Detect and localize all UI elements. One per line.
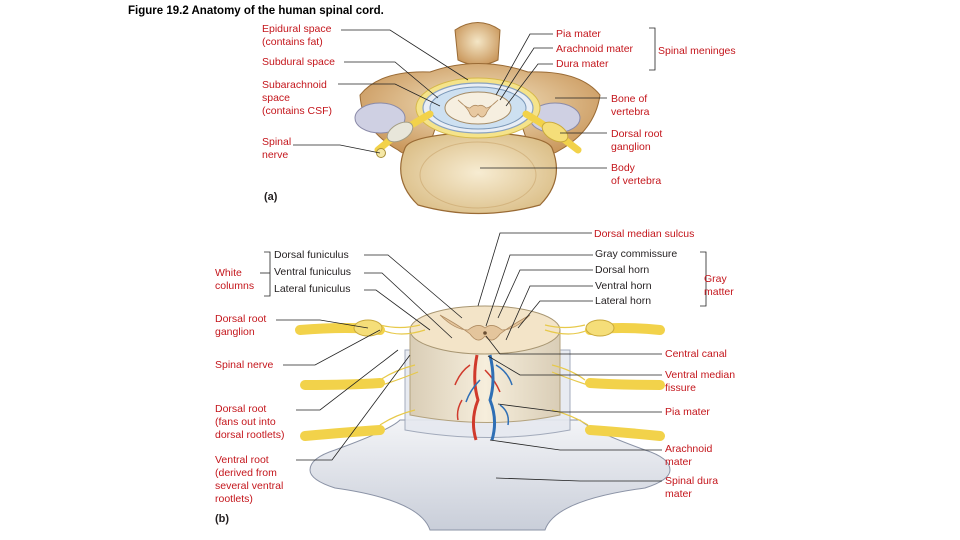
label-central-canal: Central canal bbox=[665, 348, 727, 360]
nerve-low-right bbox=[585, 425, 665, 441]
drg-right bbox=[585, 319, 615, 337]
label-dorsal-root: Dorsal root (fans out into dorsal rootle… bbox=[215, 403, 285, 441]
label-gray-matter: Gray matter bbox=[704, 273, 734, 298]
label-dorsal-median-sulcus: Dorsal median sulcus bbox=[594, 228, 695, 240]
label-body-of-vertebra: Body of vertebra bbox=[611, 162, 662, 187]
label-ventral-root: Ventral root (derived from several ventr… bbox=[215, 454, 284, 505]
label-ventral-funiculus: Ventral funiculus bbox=[274, 266, 352, 278]
label-dura-mater-a: Dura mater bbox=[556, 58, 609, 70]
label-lateral-funiculus: Lateral funiculus bbox=[274, 283, 351, 295]
left-facet bbox=[354, 102, 406, 134]
label-subarachnoid-space: Subarachnoid space (contains CSF) bbox=[262, 79, 333, 117]
label-gray-commissure: Gray commissure bbox=[595, 248, 678, 260]
panel-b-label: (b) bbox=[215, 513, 230, 525]
spinal-cord-segment bbox=[295, 305, 671, 531]
right-ganglion bbox=[541, 121, 569, 143]
nerve-mid-right bbox=[585, 378, 665, 390]
label-spinal-meninges: Spinal meninges bbox=[658, 45, 736, 57]
label-spinal-nerve-a: Spinal nerve bbox=[262, 136, 292, 161]
spinous-process bbox=[454, 22, 501, 66]
label-dorsal-funiculus: Dorsal funiculus bbox=[274, 249, 349, 261]
label-bone-of-vertebra: Bone of vertebra bbox=[611, 93, 650, 118]
label-ventral-horn: Ventral horn bbox=[595, 280, 652, 292]
vein bbox=[488, 354, 497, 441]
artery bbox=[471, 354, 480, 441]
leader-lines-a bbox=[293, 27, 656, 169]
label-arachnoid-mater-b: Arachnoid mater bbox=[665, 443, 713, 468]
label-white-columns: White columns bbox=[215, 267, 255, 292]
dura-sleeve bbox=[309, 419, 671, 531]
top-gray-matter bbox=[439, 314, 531, 341]
vertebral-body bbox=[400, 131, 558, 215]
label-dorsal-root-ganglion-b: Dorsal root ganglion bbox=[215, 313, 267, 338]
label-arachnoid-mater-a: Arachnoid mater bbox=[556, 43, 634, 55]
nerve-mid-left bbox=[300, 378, 385, 390]
nerve-low-left bbox=[300, 425, 385, 441]
label-spinal-nerve-b: Spinal nerve bbox=[215, 359, 274, 371]
label-spinal-dura-mater: Spinal dura mater bbox=[665, 475, 719, 500]
label-dorsal-root-ganglion-a: Dorsal root ganglion bbox=[611, 128, 663, 153]
vertebra-cross-section bbox=[354, 22, 601, 215]
leader-lines-b bbox=[260, 232, 707, 482]
label-epidural-space: Epidural space (contains fat) bbox=[262, 23, 332, 48]
figure-title: Figure 19.2 Anatomy of the human spinal … bbox=[128, 5, 384, 17]
label-subdural-space: Subdural space bbox=[262, 56, 335, 68]
label-lateral-horn: Lateral horn bbox=[595, 295, 652, 307]
label-ventral-median-fissure: Ventral median fissure bbox=[665, 369, 736, 394]
panel-a-label: (a) bbox=[264, 191, 278, 203]
left-ganglion bbox=[386, 121, 414, 143]
label-pia-mater-b: Pia mater bbox=[665, 406, 710, 418]
gray-matter-butterfly bbox=[457, 99, 499, 118]
label-dorsal-horn: Dorsal horn bbox=[595, 264, 650, 276]
label-pia-mater-a: Pia mater bbox=[556, 28, 601, 40]
